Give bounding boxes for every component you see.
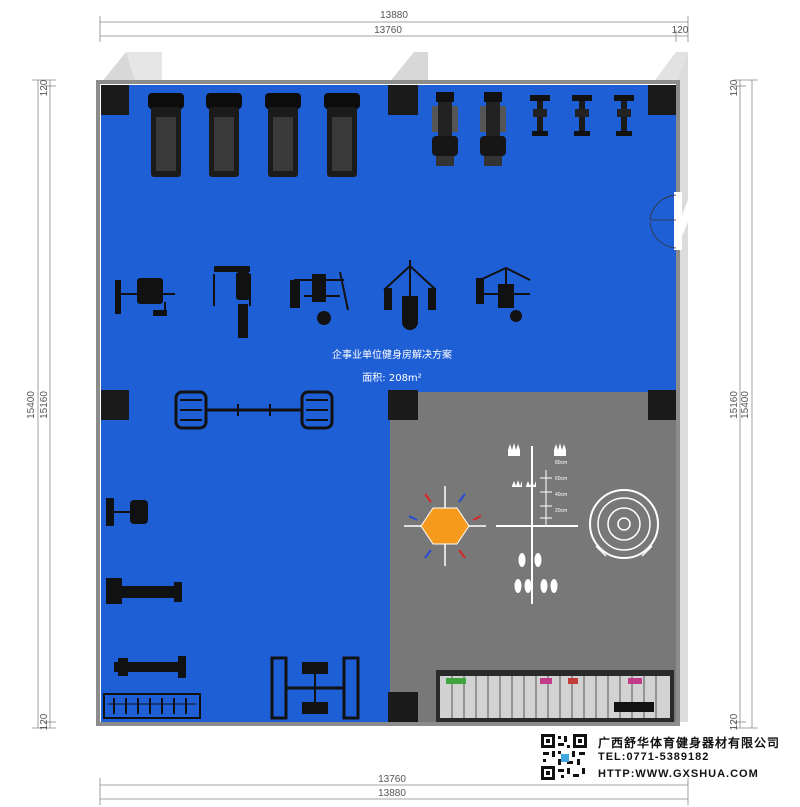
treadmill-4: [324, 93, 360, 177]
plan-title: 企事业单位健身房解决方案: [332, 348, 452, 361]
dim-left-inner: 15160: [39, 391, 50, 419]
column-top-right: [648, 85, 676, 115]
dim-top-inner: 13760: [374, 25, 402, 36]
dimension-right: [734, 79, 758, 729]
chest-press-machine: [106, 498, 148, 526]
barbell-rack: [174, 390, 334, 430]
height-mark-labels: 80cm 60cm 40cm 20cm: [555, 460, 567, 514]
plan-area: 面积: 208m²: [362, 372, 421, 384]
dimension-bottom: [99, 778, 689, 805]
column-top-left: [101, 85, 129, 115]
footprint-icon: [524, 579, 532, 593]
elliptical-machines: [432, 92, 506, 166]
footprint-icon: [534, 553, 542, 567]
smith-machine: [270, 656, 360, 720]
structural-columns: [101, 85, 676, 722]
dim-left-wall-bottom: 120: [39, 713, 50, 730]
dim-left-outer: 15400: [26, 391, 37, 419]
height-mark-20: 20cm: [555, 508, 567, 514]
elliptical-2: [480, 92, 506, 166]
company-name: 广西舒华体育健身器材有限公司: [598, 736, 781, 750]
dimension-left: [32, 79, 56, 729]
entrance-door: [649, 192, 682, 250]
dumbbell-rack: [103, 693, 201, 719]
hand-print-icon: [526, 480, 536, 487]
strength-machine-4: [383, 260, 437, 330]
height-mark-60: 60cm: [555, 476, 567, 482]
height-mark-40: 40cm: [555, 492, 567, 498]
dim-right-wall-bottom: 120: [729, 713, 740, 730]
height-mark-80: 80cm: [555, 460, 567, 466]
column-top-middle: [388, 85, 418, 115]
dim-right-outer: 15400: [740, 391, 751, 419]
treadmills: [148, 93, 360, 177]
concentric-target: [589, 489, 659, 559]
treadmill-2: [206, 93, 242, 177]
company-website[interactable]: HTTP:WWW.GXSHUA.COM: [598, 768, 759, 780]
dim-right-inner: 15160: [729, 391, 740, 419]
leg-extension-machine: [106, 578, 182, 604]
treadmill-1: [148, 93, 184, 177]
column-mid-middle: [388, 390, 418, 420]
hand-print-icon: [554, 443, 566, 456]
treadmill-3: [265, 93, 301, 177]
dim-left-wall-top: 120: [39, 79, 50, 96]
strength-machine-3: [290, 271, 349, 325]
footprint-icon: [518, 553, 526, 567]
outer-wall: [96, 80, 680, 726]
strength-machine-2: [213, 266, 251, 338]
company-tel: TEL:0771-5389182: [598, 751, 710, 763]
leg-curl-machine: [114, 656, 186, 678]
elliptical-1: [432, 92, 458, 166]
dim-right-wall-top: 120: [729, 79, 740, 96]
bike-1: [530, 95, 550, 136]
column-mid-right: [648, 390, 676, 420]
agility-hexagon: [404, 486, 486, 566]
jump-markings: [496, 443, 578, 604]
functional-rack: [436, 670, 674, 722]
qr-code: [541, 734, 587, 780]
column-bottom-middle: [388, 692, 418, 722]
footprint-icon: [550, 579, 558, 593]
column-mid-left: [101, 390, 129, 420]
hand-print-icon: [512, 480, 522, 487]
strength-machines: [115, 260, 531, 430]
hand-print-icon: [508, 443, 520, 456]
footprint-icon: [514, 579, 522, 593]
dim-bottom-outer: 13880: [378, 788, 406, 799]
strength-machine-5: [476, 266, 531, 322]
dim-top-wall: 120: [672, 25, 689, 36]
dim-top-outer: 13880: [380, 10, 408, 21]
dim-bottom-inner: 13760: [378, 774, 406, 785]
footprint-icon: [540, 579, 548, 593]
upright-bikes: [530, 95, 634, 136]
bike-3: [614, 95, 634, 136]
bike-2: [572, 95, 592, 136]
left-wall-equipment: [103, 498, 360, 720]
dimension-top: [99, 16, 689, 42]
strength-machine-1: [115, 278, 175, 316]
